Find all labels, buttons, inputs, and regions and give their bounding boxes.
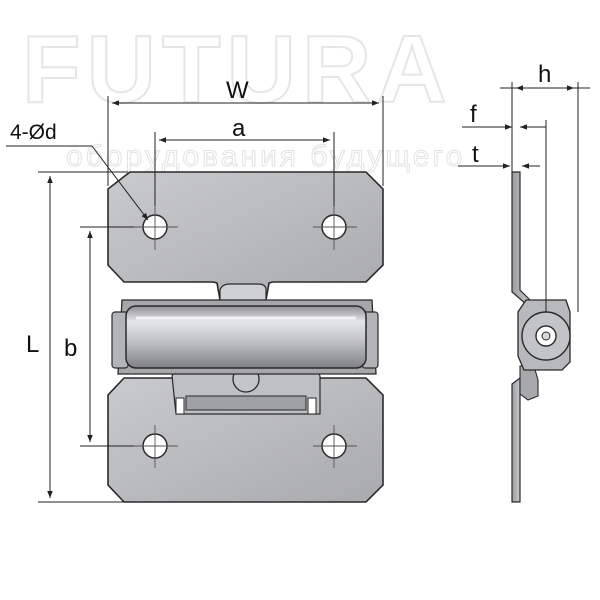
watermark-brand: FUTURA	[22, 16, 453, 123]
label-hole-spacing-h: a	[232, 115, 246, 142]
label-total-depth: h	[538, 61, 551, 88]
side-latch	[519, 365, 539, 401]
label-knuckle-offset: f	[470, 101, 477, 128]
label-holes: 4-Ød	[10, 121, 57, 144]
label-length: L	[26, 331, 39, 358]
dim-width	[107, 96, 384, 186]
dim-hole-spacing-h	[154, 132, 335, 206]
hinge-barrel	[125, 305, 367, 369]
side-lower-leaf	[511, 376, 521, 503]
dim-length	[38, 171, 128, 503]
center-lines	[134, 206, 357, 468]
watermark-tagline: оборудования будущего	[66, 140, 465, 173]
side-upper-leaf	[511, 171, 531, 305]
side-pin	[541, 331, 551, 341]
bracket-window-left	[175, 397, 185, 415]
side-view	[511, 171, 571, 503]
label-hole-spacing-v: b	[64, 335, 77, 362]
dim-hole-spacing-v	[80, 226, 134, 447]
bracket-slot	[185, 395, 307, 411]
dim-holes-leader	[6, 145, 149, 221]
label-width: W	[226, 77, 249, 104]
bracket-window-right	[307, 397, 317, 415]
dim-knuckle-offset	[462, 120, 547, 312]
label-thickness: t	[472, 141, 479, 168]
top-leaf-notch	[219, 283, 267, 300]
